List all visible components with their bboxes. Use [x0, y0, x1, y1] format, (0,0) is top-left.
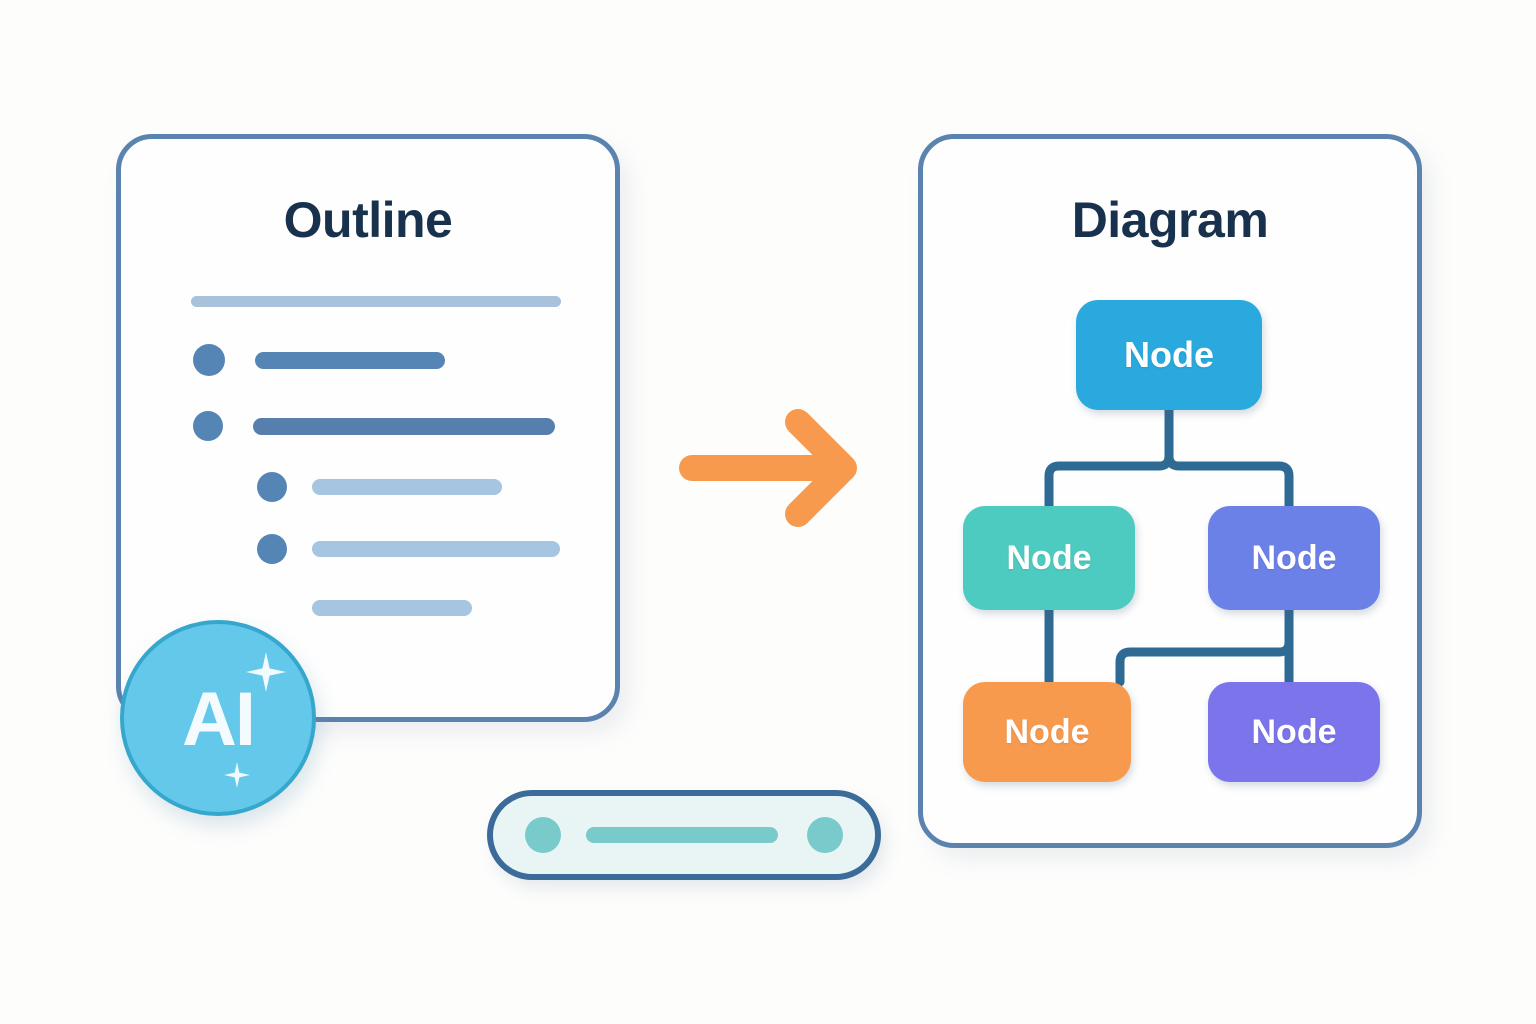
outline-bar-1: [255, 352, 445, 369]
slider-handle-left[interactable]: [525, 817, 561, 853]
diagram-card-title: Diagram: [1071, 192, 1269, 248]
edge-root-to-child-right: [1164, 451, 1294, 511]
arrow-right-icon: [679, 409, 857, 527]
outline-bullet-4: [257, 534, 287, 564]
sparkle-icon-small: [224, 762, 250, 788]
edge-root-to-child-left: [1044, 451, 1174, 511]
outline-bullet-1: [193, 344, 225, 376]
diagram-node-root[interactable]: Node: [1076, 300, 1262, 410]
outline-bullet-3: [257, 472, 287, 502]
diagram-node-leaf-right-label: Node: [1251, 712, 1337, 751]
diagram-node-child-left-label: Node: [1006, 538, 1092, 577]
outline-bar-4: [312, 541, 560, 557]
outline-card-title: Outline: [283, 192, 453, 248]
ai-badge[interactable]: AI: [120, 620, 316, 816]
slider-control[interactable]: [487, 790, 881, 880]
slider-track[interactable]: [586, 827, 778, 843]
slider-handle-right[interactable]: [807, 817, 843, 853]
diagram-node-leaf-left-label: Node: [1004, 712, 1090, 751]
diagram-node-child-left[interactable]: Node: [963, 506, 1135, 610]
outline-bar-5: [312, 600, 472, 616]
ai-badge-label: AI: [182, 677, 256, 763]
diagram-node-leaf-left[interactable]: Node: [963, 682, 1131, 782]
outline-bar-2: [253, 418, 555, 435]
diagram-node-child-right-label: Node: [1251, 538, 1337, 577]
diagram-node-child-right[interactable]: Node: [1208, 506, 1380, 610]
outline-bar-3: [312, 479, 502, 495]
outline-divider-rule: [191, 296, 561, 307]
diagram-node-root-label: Node: [1124, 334, 1214, 375]
edge-child-right-to-leaf-left: [1115, 637, 1294, 687]
outline-bullet-2: [193, 411, 223, 441]
diagram-connectors: [1044, 405, 1294, 687]
diagram-node-leaf-right[interactable]: Node: [1208, 682, 1380, 782]
